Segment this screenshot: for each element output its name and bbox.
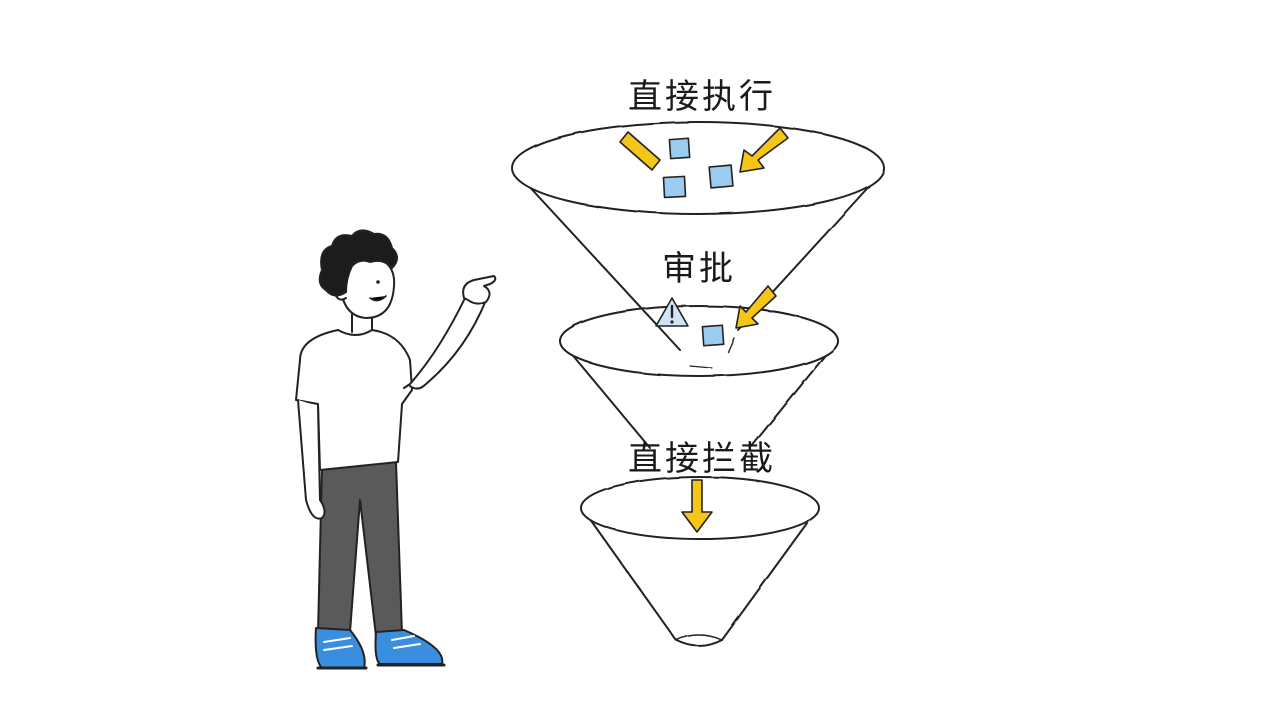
person-figure — [295, 229, 497, 670]
pointing-hand — [462, 275, 497, 305]
label-approval: 审批 — [662, 249, 736, 289]
shirt — [295, 329, 413, 471]
left-arm — [297, 399, 326, 520]
blue-square-left — [662, 175, 687, 199]
middle-yellow-arrow — [735, 285, 777, 329]
right-shoe — [374, 629, 446, 667]
middle-funnel — [559, 305, 839, 449]
label-direct-block: 直接拦截 — [628, 439, 776, 479]
right-arm — [403, 295, 487, 390]
blue-square-middle — [701, 324, 725, 347]
top-right-yellow-arrow — [739, 127, 789, 173]
bottom-yellow-arrow — [681, 479, 713, 533]
pants — [317, 461, 403, 637]
top-left-yellow-arrow — [619, 131, 661, 171]
left-shoe — [314, 627, 368, 670]
label-direct-execute: 直接执行 — [628, 77, 776, 117]
blue-square-right — [708, 164, 734, 189]
hair — [318, 229, 398, 297]
warning-icon — [655, 297, 689, 327]
blue-square-top — [668, 137, 691, 160]
